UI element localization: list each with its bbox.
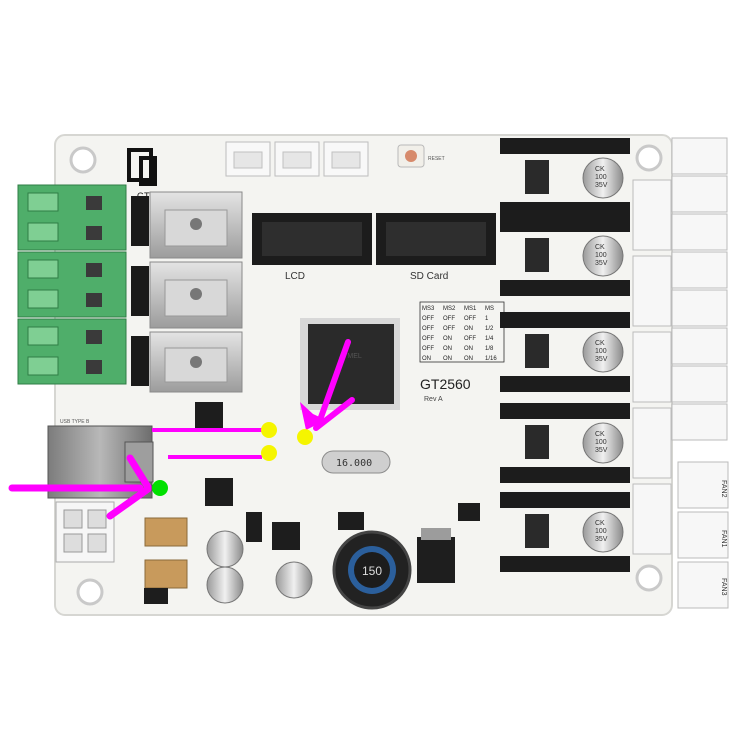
yellow-marker-dot (297, 429, 313, 445)
capacitor-label: 100 (595, 439, 607, 446)
sdcard-header: SD Card (376, 213, 496, 282)
svg-text:ATMEL: ATMEL (339, 353, 362, 360)
crystal: 16.000 (321, 450, 391, 474)
fuses (144, 517, 188, 589)
annotation-overlay (8, 339, 355, 520)
fan-connectors: FAN2 FAN1 FAN3 (677, 461, 729, 609)
microstep-cell: ON (464, 326, 473, 332)
microstep-header-cell: MS2 (443, 306, 456, 312)
magenta-arrow (152, 428, 262, 459)
microstep-cell: OFF (422, 316, 434, 322)
microstep-cell: ON (464, 356, 473, 362)
mcu-chip: ATMEL (300, 318, 400, 410)
bottom-capacitors (206, 530, 313, 604)
fan1-label: FAN1 (720, 530, 727, 548)
mosfet-heatsinks (131, 191, 243, 393)
inductor: 150 (332, 530, 412, 610)
microstep-cell: 1 (485, 316, 489, 322)
reset-button: RESET (397, 144, 445, 168)
microstep-cell: ON (443, 346, 452, 352)
capacitor-label: CK (595, 340, 605, 347)
microstep-cell: OFF (443, 326, 455, 332)
microstep-cell: OFF (422, 336, 434, 342)
microstep-cell: OFF (464, 316, 476, 322)
green-marker-dot (152, 480, 168, 496)
inductor-label: 150 (362, 564, 382, 578)
capacitor-label: 35V (595, 447, 608, 454)
voltage-regulator (417, 528, 455, 583)
microstep-header-cell: MS (485, 306, 494, 312)
power-input-connector (55, 501, 115, 563)
capacitor-label: 35V (595, 260, 608, 267)
mounting-hole (76, 578, 104, 606)
mounting-hole (69, 146, 97, 174)
microstep-cell: OFF (464, 336, 476, 342)
usb-label: USB TYPE B (60, 419, 90, 425)
capacitor-label: CK (595, 166, 605, 173)
capacitor-label: 100 (595, 174, 607, 181)
microstep-cell: 1/16 (485, 356, 497, 362)
endstop-connectors (632, 137, 728, 555)
capacitor-label: CK (595, 520, 605, 527)
capacitor-label: 35V (595, 536, 608, 543)
microstep-cell: OFF (422, 346, 434, 352)
microstep-header-cell: MS1 (464, 306, 477, 312)
fan2-label: FAN2 (720, 480, 727, 498)
microstep-cell: ON (443, 356, 452, 362)
magenta-arrow (8, 454, 152, 520)
fan3-label: FAN3 (720, 578, 727, 596)
lcd-header: LCD (252, 213, 372, 282)
small-ics (144, 402, 480, 604)
microstep-cell: 1/4 (485, 336, 494, 342)
microstep-cell: OFF (443, 316, 455, 322)
reset-label: RESET (428, 156, 445, 162)
magenta-arrow (300, 339, 355, 431)
mounting-hole (635, 564, 663, 592)
capacitor-label: CK (595, 431, 605, 438)
microstep-header-cell: MS3 (422, 306, 435, 312)
mounting-hole (635, 144, 663, 172)
board-revision: Rev A (424, 396, 443, 403)
microstep-cell: OFF (422, 326, 434, 332)
microstep-cell: ON (443, 336, 452, 342)
capacitor-label: CK (595, 244, 605, 251)
crystal-label: 16.000 (336, 458, 372, 469)
yellow-marker-dot (261, 422, 277, 438)
capacitor-label: 100 (595, 348, 607, 355)
capacitor-label: 35V (595, 182, 608, 189)
capacitor-label: 35V (595, 356, 608, 363)
microstep-cell: ON (422, 356, 431, 362)
capacitor-label: 100 (595, 528, 607, 535)
capacitor-label: 100 (595, 252, 607, 259)
lcd-label: LCD (285, 271, 305, 282)
microstep-cell: ON (464, 346, 473, 352)
yellow-marker-dot (261, 445, 277, 461)
microstep-cell: 1/2 (485, 326, 494, 332)
top-connectors (225, 141, 369, 177)
board-model: GT2560 (420, 376, 471, 392)
power-terminals (17, 184, 127, 385)
microstep-cell: 1/8 (485, 346, 494, 352)
sdcard-label: SD Card (410, 271, 448, 282)
